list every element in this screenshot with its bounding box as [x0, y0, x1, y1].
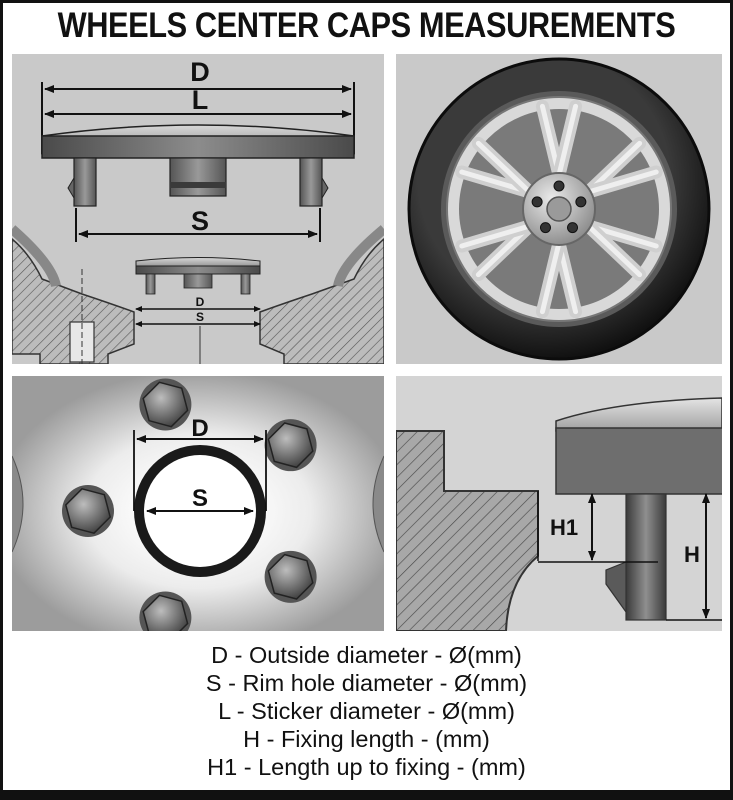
dim-label-d-small: D: [196, 295, 205, 309]
legend-item-h1: H1 - Length up to fixing - (mm): [207, 754, 526, 780]
hub-front-view: D S: [12, 376, 384, 631]
wheel-illustration-panel: [396, 54, 722, 364]
wheel-illustration: [396, 54, 722, 364]
dim-label-h: H: [684, 542, 700, 567]
cap-dimensions-diagram: D L S D S: [12, 54, 384, 364]
wheel-spokes: [455, 99, 663, 319]
hub-lug-nuts: [62, 378, 317, 631]
legend-item-l: L - Sticker diameter - Ø(mm): [218, 698, 515, 724]
legend-item-d: D - Outside diameter - Ø(mm): [211, 642, 522, 668]
measurement-legend: D - Outside diameter - Ø(mm) S - Rim hol…: [0, 641, 733, 781]
bottom-bar: [0, 790, 733, 800]
wheel-lug-nuts: [531, 180, 587, 234]
fixing-length-panel: H1 H: [396, 376, 722, 631]
legend-item-h: H - Fixing length - (mm): [243, 726, 490, 752]
hub-dim-label-d: D: [191, 415, 208, 442]
fixing-length-diagram: H1 H: [396, 376, 722, 631]
dim-label-s-small: S: [196, 310, 204, 324]
cap-dimensions-panel: D L S D S: [12, 54, 384, 364]
dim-label-h1: H1: [550, 515, 578, 540]
dim-label-d: D: [190, 57, 210, 87]
legend-item-s: S - Rim hole diameter - Ø(mm): [205, 670, 528, 696]
hub-front-view-panel: D S: [12, 376, 384, 631]
dim-label-s: S: [191, 206, 209, 236]
hub-dim-label-s: S: [192, 485, 208, 512]
page-title: WHEELS CENTER CAPS MEASUREMENTS: [57, 6, 676, 45]
dim-label-l: L: [192, 85, 209, 115]
